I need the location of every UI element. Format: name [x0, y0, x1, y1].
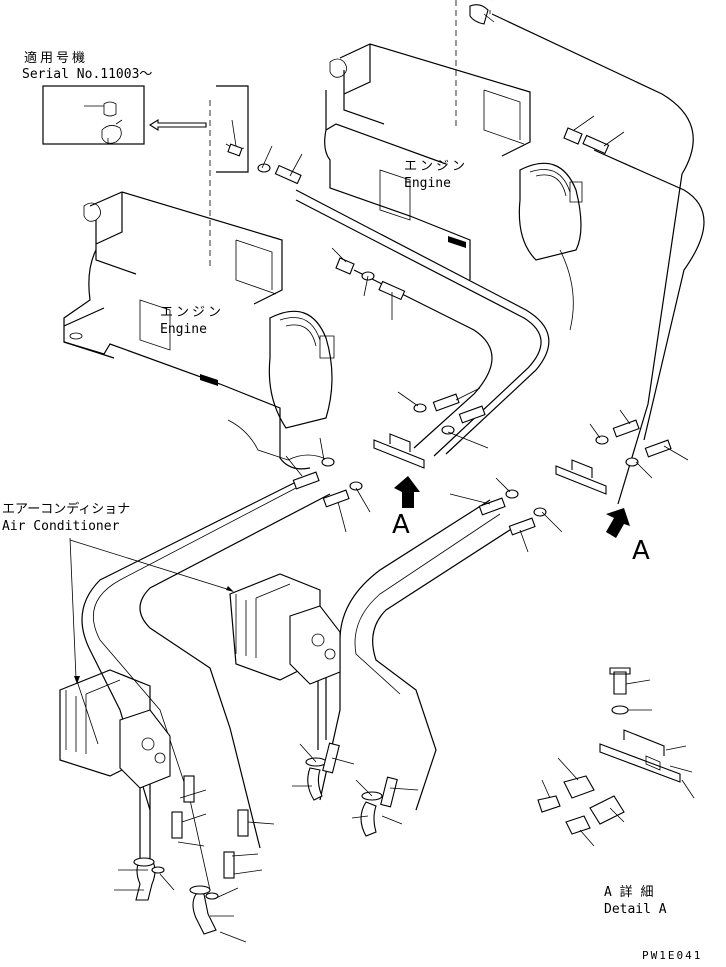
- air-conditioner-jp-label: エアーコンディショナ: [2, 502, 131, 517]
- serial-arrow-icon: [148, 119, 207, 131]
- leader-lines: [69, 0, 695, 943]
- hose-lines: [81, 13, 705, 891]
- view-a-right-label: A: [632, 536, 650, 566]
- engine-upper-drawing: [324, 0, 583, 331]
- serial-number-label: Serial No.11003～: [22, 67, 153, 82]
- view-arrow-right-icon: [606, 508, 630, 538]
- serial-inset: [42, 85, 249, 173]
- hose-fittings: [257, 127, 672, 536]
- air-conditioner-lower: [59, 669, 171, 789]
- engine-lower-drawing: [63, 100, 335, 470]
- view-a-left-label: A: [392, 510, 410, 540]
- detail-a-jp-label: A 詳 細: [604, 885, 654, 900]
- detail-a-en-label: Detail A: [604, 902, 667, 917]
- engine-lower-jp-label: エンジン: [160, 305, 225, 320]
- view-arrow-left-icon: [394, 476, 420, 508]
- air-conditioner-en-label: Air Conditioner: [2, 519, 120, 534]
- engine-upper-en-label: Engine: [404, 176, 451, 191]
- ac-hose-ends: [133, 742, 398, 935]
- engine-upper-jp-label: エンジン: [404, 159, 469, 174]
- air-conditioner-upper: [229, 573, 341, 685]
- engine-lower-en-label: Engine: [160, 322, 207, 337]
- detail-a-parts: [537, 667, 681, 835]
- serial-applicable-label: 適用号機: [24, 51, 89, 66]
- drawing-code: PW1E041: [642, 949, 703, 962]
